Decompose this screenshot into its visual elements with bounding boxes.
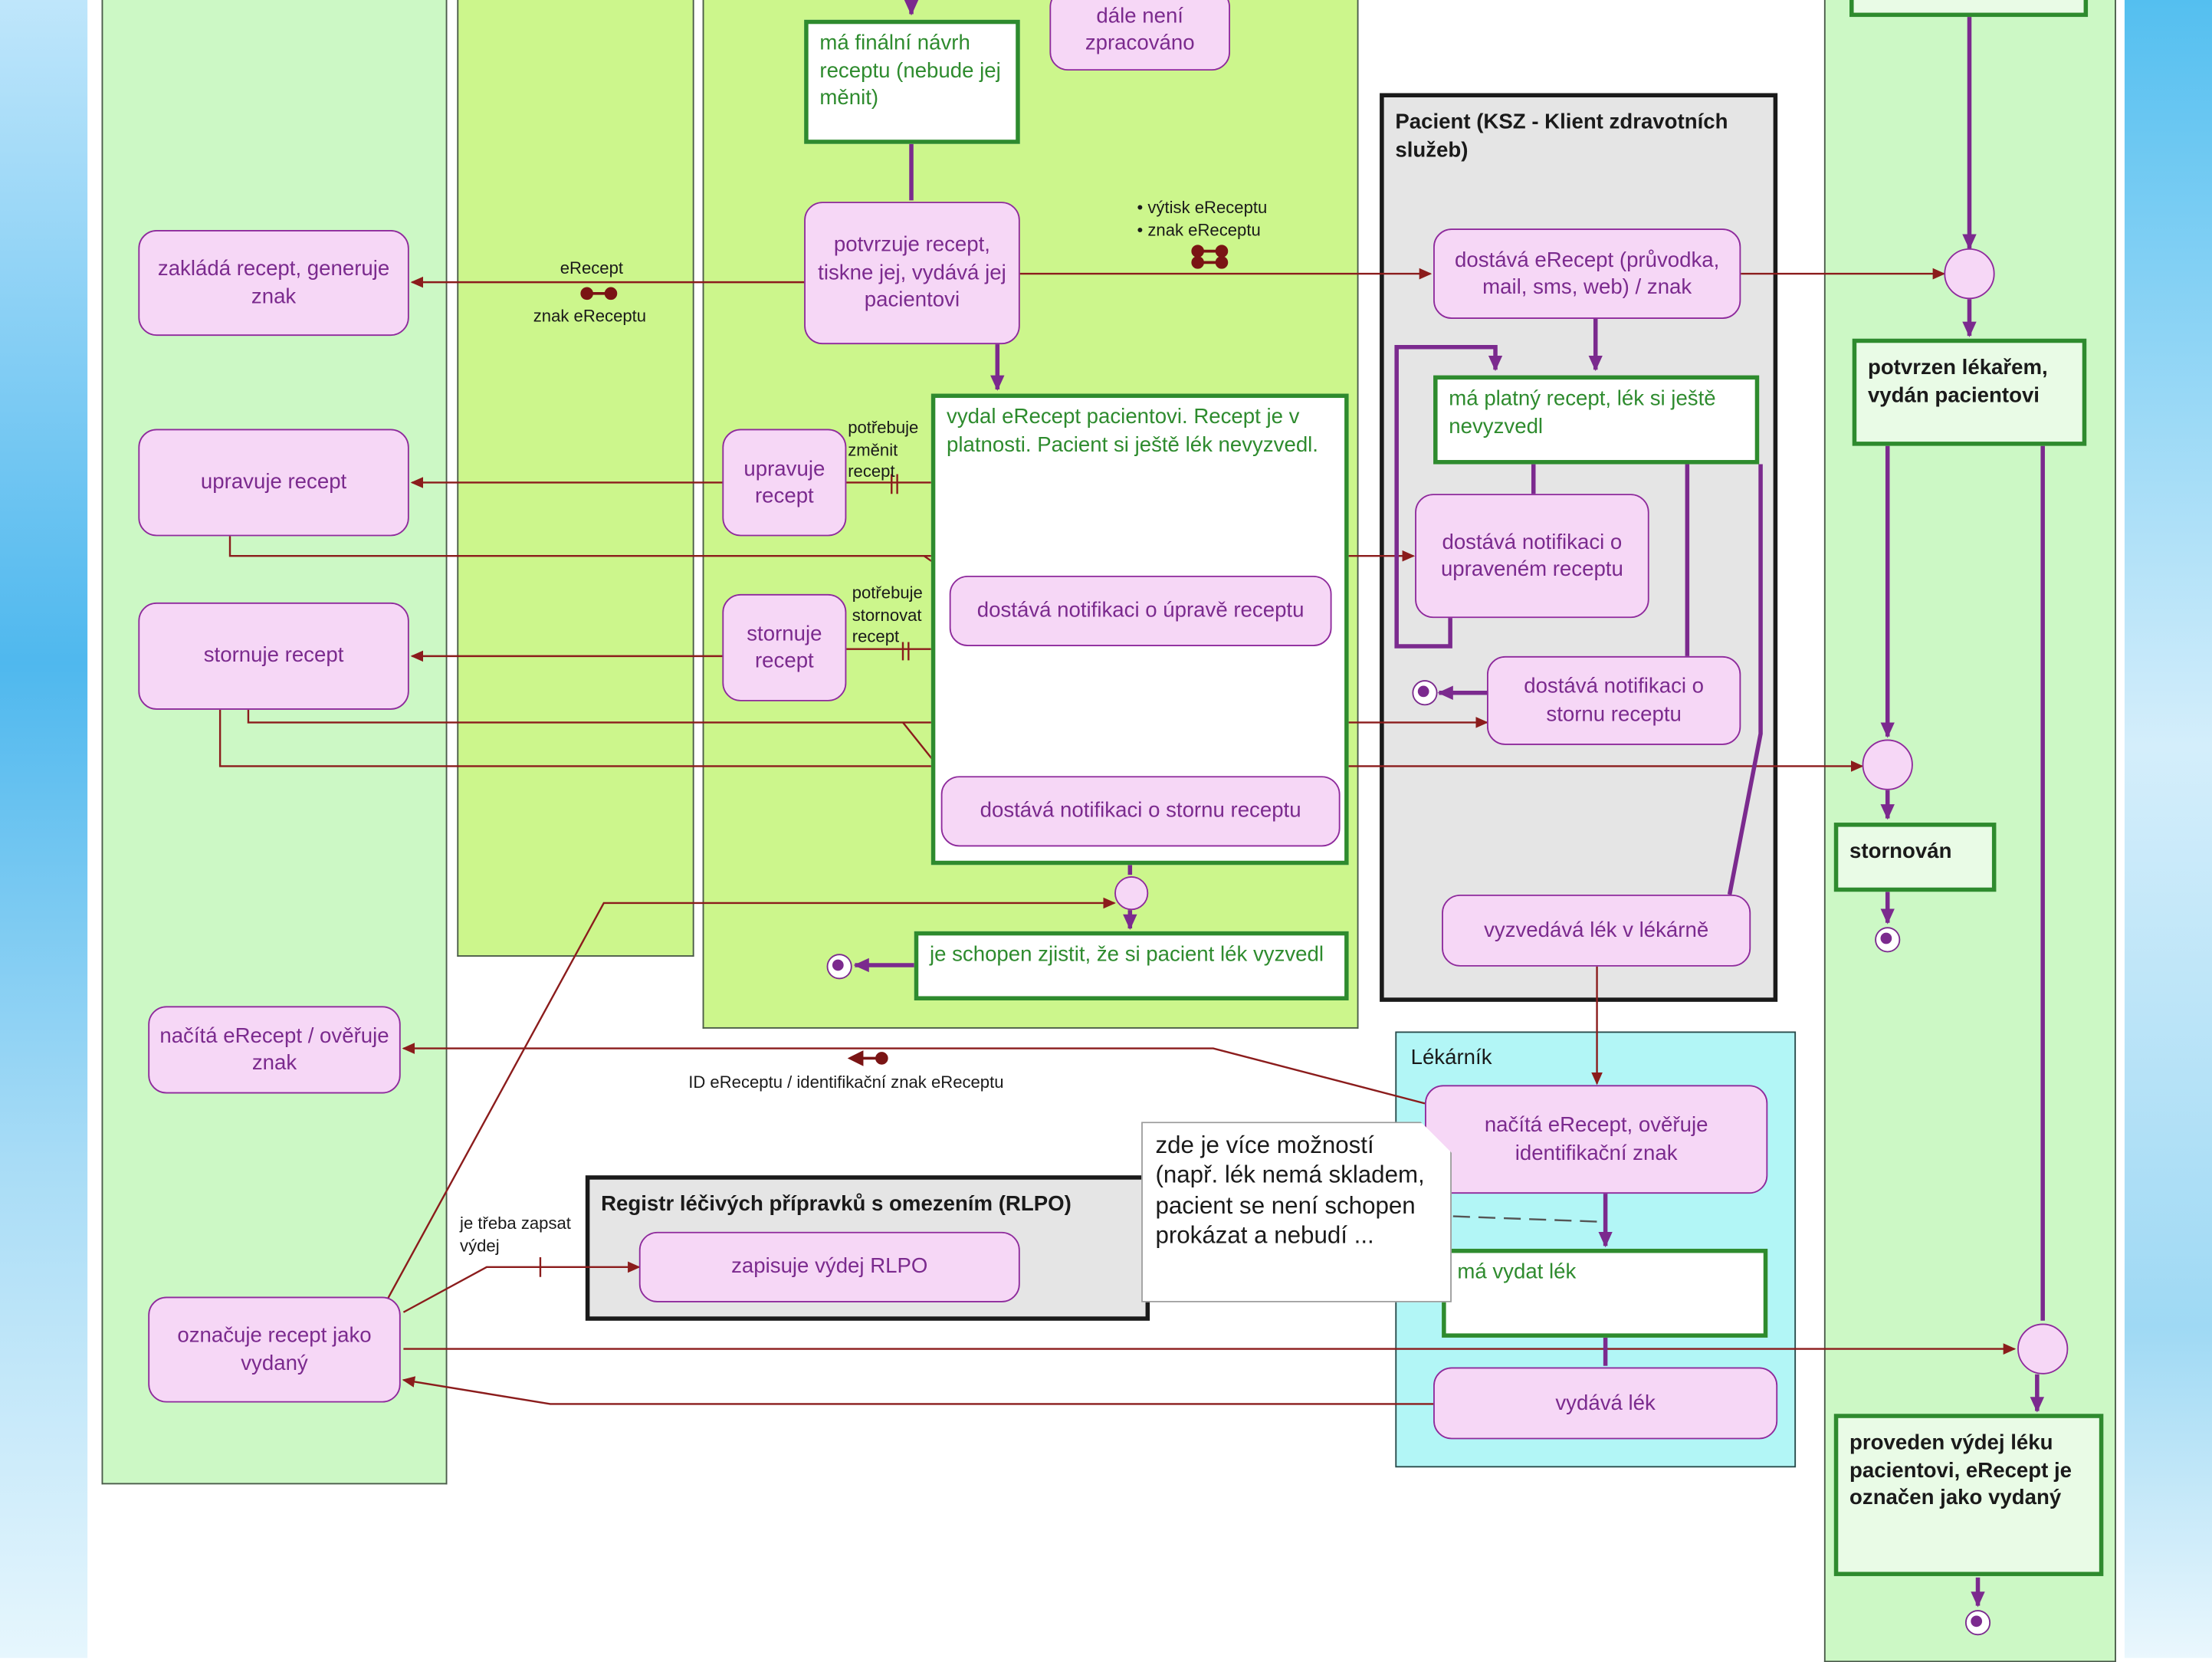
activity-stornuje-recept-left[interactable]: stornuje recept (138, 602, 409, 710)
activity-pacient-dostava[interactable]: dostává eRecept (průvodka, mail, sms, we… (1433, 228, 1741, 319)
label-potrebuje-zmenit: potřebuje změnit recept (848, 417, 919, 481)
state-ma-platny-recept: má platný recept, lék si ještě nevyzvedl (1433, 375, 1760, 465)
activity-dale-neni[interactable]: dále není zpracováno (1049, 0, 1231, 71)
right-decor-band (2124, 0, 2212, 1658)
flow-vydany-to-merge (386, 897, 1116, 1302)
activity-zaklada-recept[interactable]: zakládá recept, generuje znak (138, 230, 409, 337)
recipe-state-top (1849, 0, 2089, 18)
signal-id-head (847, 1050, 864, 1066)
label-znak-erecept: znak eReceptu (533, 306, 647, 327)
signal-glyphs (580, 245, 1229, 1066)
cf-loop (1394, 345, 1503, 649)
state-ma-vydat-lek: má vydat lék (1442, 1248, 1768, 1338)
label-id-erecept: ID eReceptu / identifikační znak eRecept… (688, 1072, 1004, 1092)
label-je-treba-zapsat: je třeba zapsat výdej (460, 1213, 571, 1256)
label-potrebuje-stornovat: potřebuje stornovat recept (852, 583, 923, 647)
lane-middle (457, 0, 694, 957)
activity-lekarnik-nacita[interactable]: načítá eRecept, ověřuje identifikační zn… (1425, 1085, 1768, 1194)
left-decor-band (0, 0, 88, 1658)
activity-vydava-lek[interactable]: vydává lék (1433, 1367, 1778, 1440)
end-node-proveden (1964, 1610, 1991, 1636)
activity-zapisuje-rlpo[interactable]: zapisuje výdej RLPO (638, 1231, 1020, 1302)
activity-upravuje-recept-doc[interactable]: upravuje recept (722, 429, 847, 537)
activity-pacient-notif-uprava[interactable]: dostává notifikaci o upraveném receptu (1415, 494, 1649, 619)
end-node-pacient (1412, 680, 1438, 706)
flow-tick-2 (901, 642, 910, 661)
merge-node-storno (1862, 739, 1913, 790)
state-vydal-erecept-text: vydal eRecept pacientovi. Recept je v pl… (947, 405, 1318, 457)
end-node-stornovan (1875, 927, 1901, 953)
recipe-state-potvrzen: potvrzen lékařem, vydán pacientovi (1852, 338, 2087, 446)
label-erecept: eRecept (560, 258, 623, 278)
activity-potvrzuje-recept[interactable]: potvrzuje recept, tiskne jej, vydává jej… (804, 202, 1020, 345)
end-node-doctor (826, 954, 852, 980)
activity-notif-uprava-doc[interactable]: dostává notifikaci o úpravě receptu (949, 575, 1332, 646)
activity-pacient-notif-storno[interactable]: dostává notifikaci o stornu receptu (1486, 655, 1741, 745)
flow-lekarnik-to-nacita (402, 1043, 1426, 1105)
activity-nacita-erecept-left[interactable]: načítá eRecept / ověřuje znak (148, 1006, 401, 1094)
merge-node-proveden (2017, 1323, 2069, 1375)
activity-stornuje-recept-doc[interactable]: stornuje recept (722, 593, 847, 701)
activity-upravuje-recept-left[interactable]: upravuje recept (138, 429, 409, 537)
activity-notif-storno-doc[interactable]: dostává notifikaci o stornu receptu (940, 776, 1341, 847)
recipe-state-proveden: proveden výdej léku pacientovi, eRecept … (1833, 1414, 2104, 1576)
note-vice-moznosti: zde je více možností (např. lék nemá skl… (1141, 1122, 1452, 1302)
activity-oznacuje-vydany[interactable]: označuje recept jako vydaný (148, 1296, 401, 1403)
cf-platny-to-vyzved (1727, 464, 1763, 895)
activity-vyzvedava-lek[interactable]: vyzvedává lék v lékárně (1442, 894, 1751, 967)
swimlane-pharmacist-title: Lékárník (1410, 1045, 1492, 1070)
merge-node-potvrzen (1944, 248, 1995, 300)
swimlane-rlpo-title: Registr léčivých přípravků s omezením (R… (601, 1192, 1072, 1217)
state-je-schopen-zjistit: je schopen zjistit, že si pacient lék vy… (914, 931, 1349, 1000)
recipe-state-stornovan: stornován (1833, 823, 1997, 892)
flow-vydava-to-vydany (402, 1376, 1434, 1405)
flow-zapsat (402, 1261, 641, 1313)
flow-note-dashed (1452, 1215, 1606, 1224)
control-flows (853, 0, 2045, 1608)
label-vytisk-znak: • výtisk eReceptu • znak eReceptu (1137, 197, 1268, 240)
state-financni-navrh: má finální návrh receptu (nebude jej měn… (804, 19, 1020, 144)
merge-node-doctor (1114, 876, 1149, 911)
swimlane-patient-title: Pacient (KSZ - Klient zdravotních služeb… (1395, 110, 1728, 162)
flow-tick-1 (891, 474, 898, 494)
